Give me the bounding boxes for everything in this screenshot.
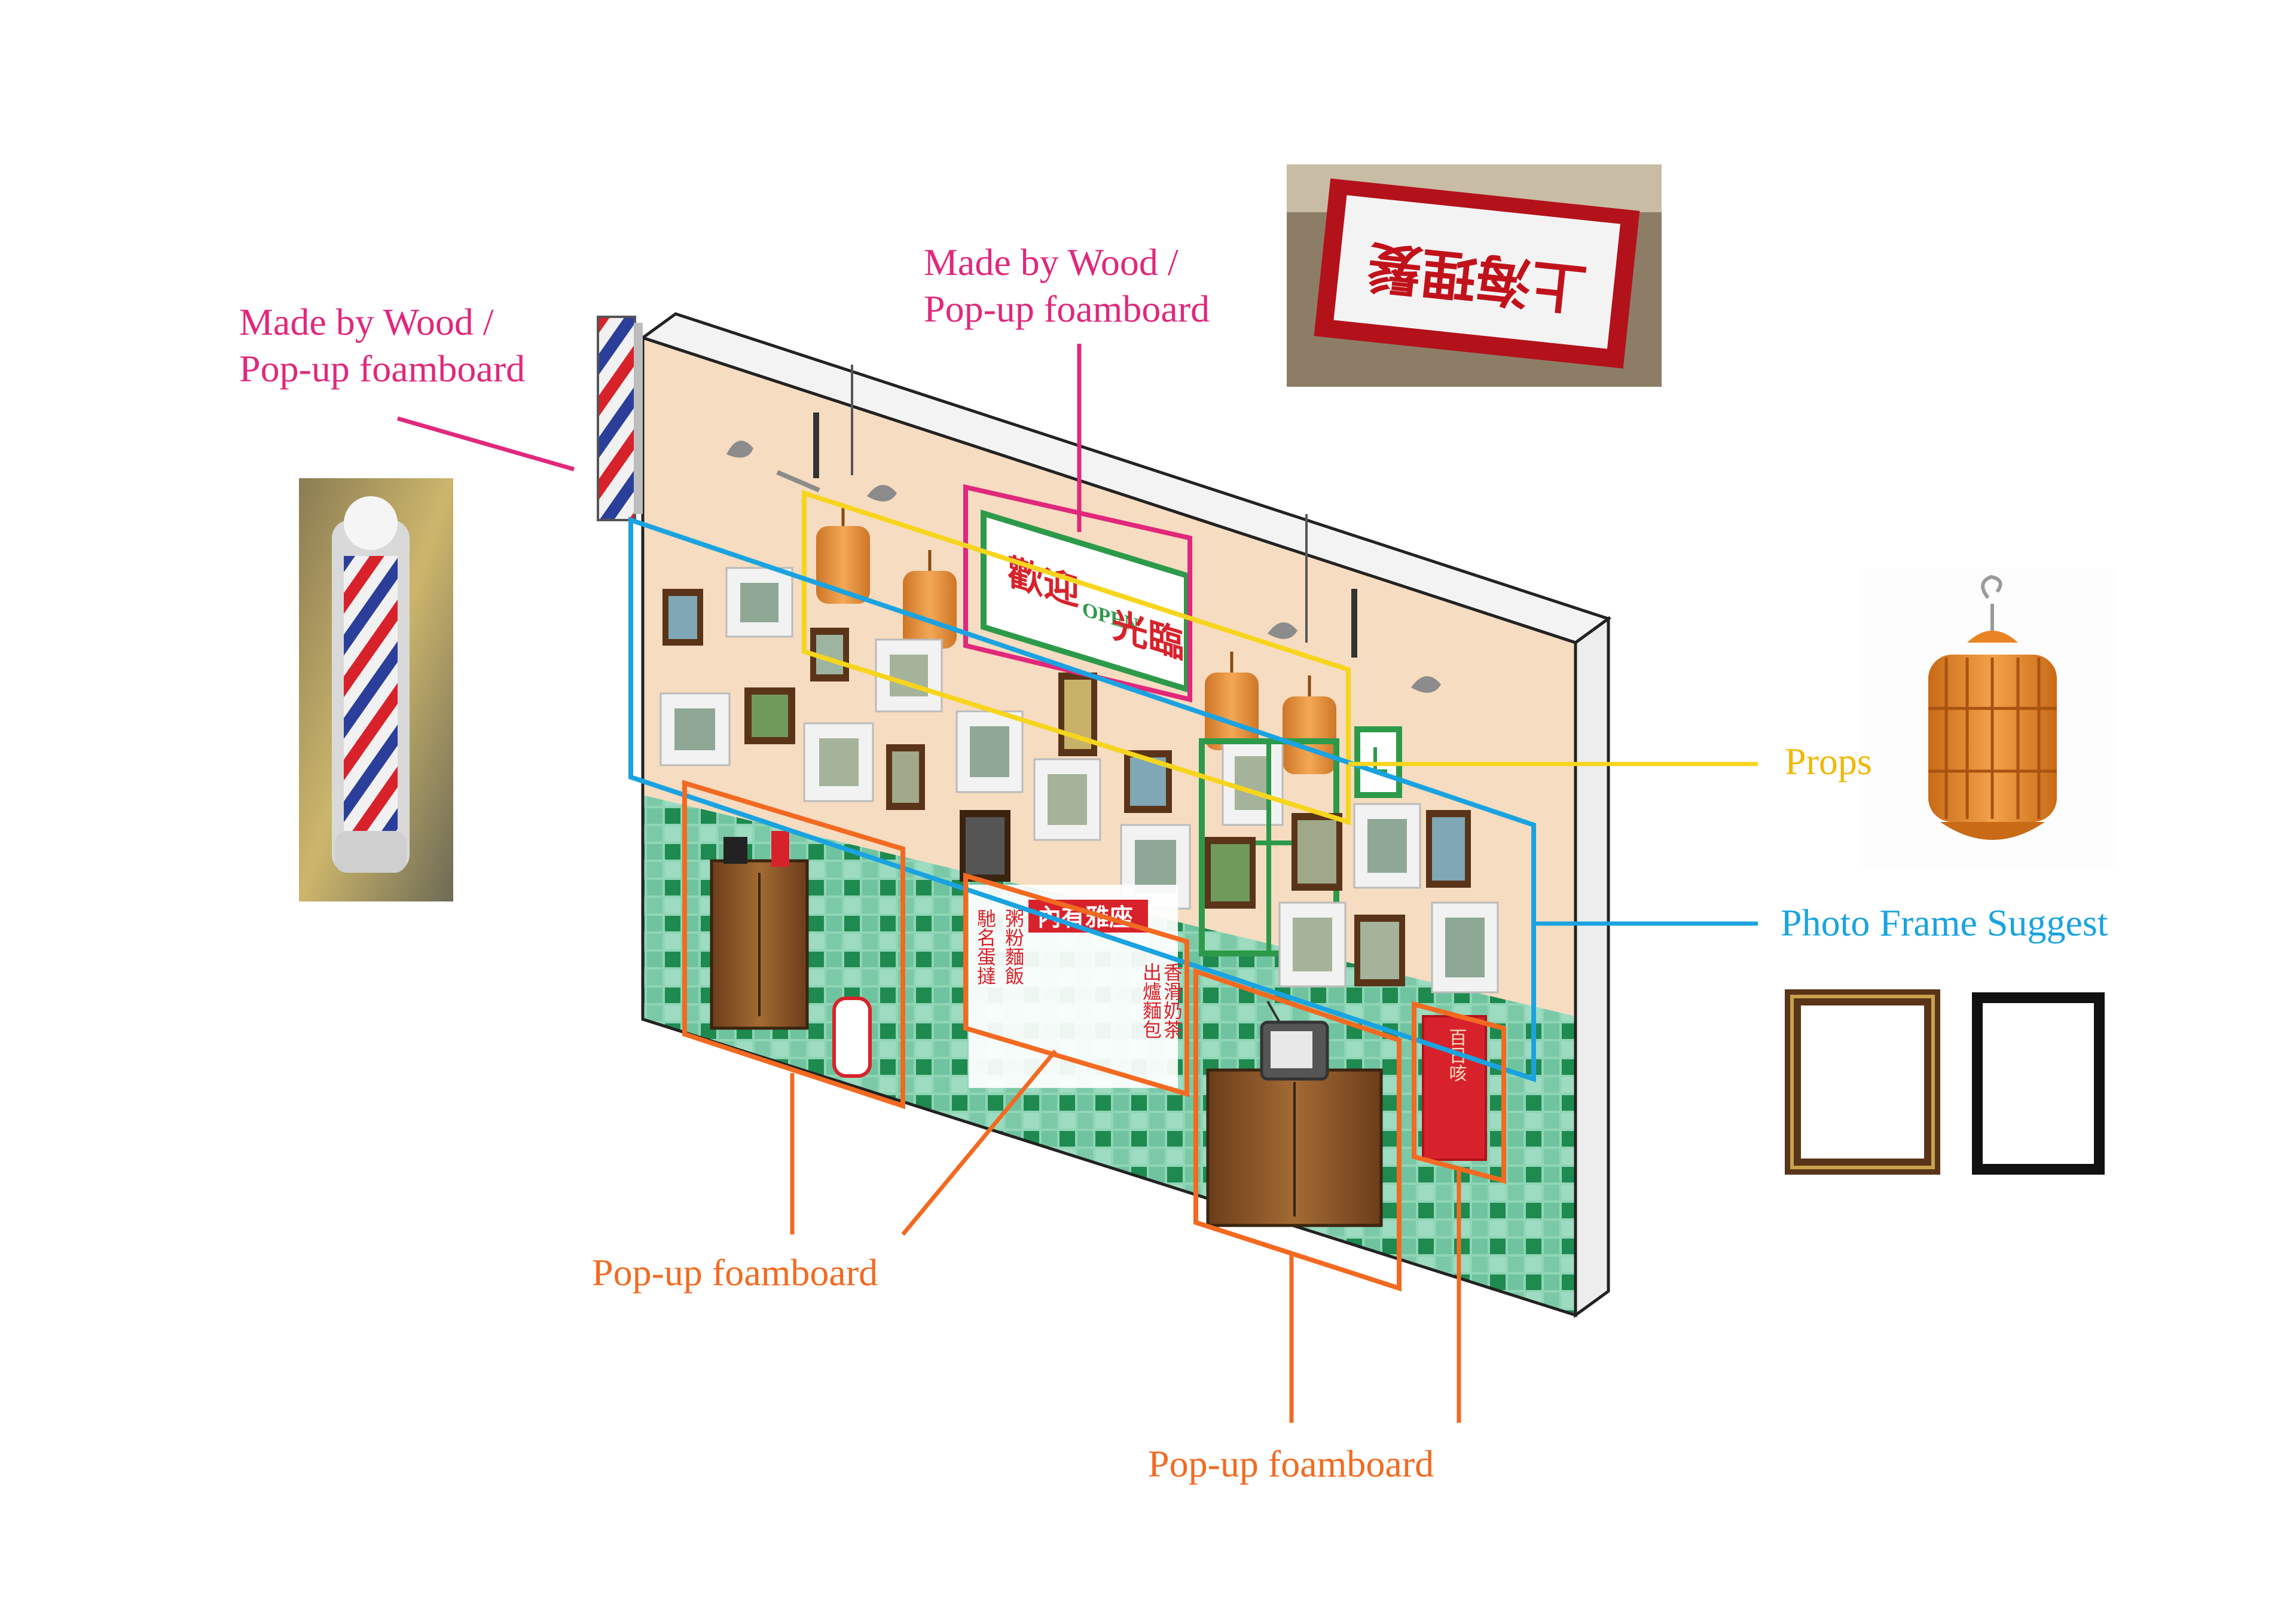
props-label: Props	[1785, 740, 1872, 783]
menu-outline	[963, 872, 1189, 1098]
photo-frame-label: Photo Frame Suggest	[1781, 901, 2108, 944]
barber-pole-reference-photo	[299, 478, 453, 901]
foam-center-label: Pop-up foamboard	[592, 1251, 878, 1294]
photo-frames-outline	[628, 516, 1536, 1083]
sign-material-label: Made by Wood / Pop-up foamboard	[924, 239, 1210, 332]
tv-outline	[1193, 968, 1402, 1292]
menu-col-1: 馳名蛋撻	[974, 909, 997, 985]
frame-sample-wood	[1785, 989, 1940, 1175]
foam-center-leader-2	[901, 1049, 1057, 1236]
photo-frame-icon	[725, 567, 793, 638]
menu-col-3: 出爐麵包	[1140, 962, 1162, 1039]
barber-sign-reference-photo: 上海理髮	[1287, 164, 1662, 387]
pole-leader	[397, 416, 575, 472]
foam-bottom-label: Pop-up foamboard	[1148, 1442, 1434, 1485]
photo-frame-icon	[1292, 813, 1342, 891]
photo-frame-icon	[803, 722, 874, 802]
sign-material-line-2: Pop-up foamboard	[924, 288, 1210, 330]
props-outline	[802, 490, 1351, 826]
pole-material-label: Made by Wood / Pop-up foamboard	[239, 299, 525, 392]
cabinet-icon	[710, 831, 872, 1078]
birdcage-icon	[1205, 652, 1259, 750]
barber-pole-icon	[597, 316, 643, 521]
birdcage-icon	[903, 550, 957, 649]
frame-sample-black	[1972, 992, 2105, 1175]
photo-frame-icon	[744, 687, 795, 744]
photo-frame-icon	[955, 710, 1024, 793]
photo-frame-icon	[1354, 915, 1405, 986]
photo-frame-icon	[1222, 740, 1284, 826]
red-poster: 百日咳	[1422, 1015, 1487, 1161]
photo-frame-icon	[660, 692, 731, 766]
photo-frame-icon	[1033, 758, 1101, 841]
birdcage-icon	[816, 505, 870, 604]
photo-frame-icon	[1353, 803, 1421, 889]
photo-frame-icon	[960, 810, 1010, 882]
tv-cabinet	[1206, 1001, 1383, 1227]
photo-frame-icon	[810, 628, 849, 681]
photo-frame-icon	[1278, 901, 1347, 988]
cabinet-outline	[682, 780, 905, 1109]
menu-col-4: 香滑奶茶	[1161, 962, 1183, 1039]
sign-material-line-1: Made by Wood /	[924, 241, 1178, 283]
photo-frame-icon	[1426, 810, 1471, 888]
menu-board: 內有雅座 馳名蛋撻 粥粉麵飯 出爐麵包 香滑奶茶	[969, 885, 1183, 1088]
sign-outline	[963, 484, 1192, 703]
photo-frame-icon	[662, 589, 703, 646]
welcome-sign: 歡迎 OPEN 光臨	[981, 509, 1190, 693]
menu-col-2: 粥粉麵飯	[1002, 909, 1025, 985]
birdcage-reference-photo	[1860, 568, 2117, 867]
poster-outline	[1412, 1001, 1506, 1184]
wall-end	[1574, 616, 1610, 1318]
pole-material-line-1: Made by Wood /	[239, 301, 494, 343]
photo-frame-icon	[1205, 837, 1256, 909]
photo-frame-icon	[886, 744, 925, 810]
photo-frame-icon	[1431, 901, 1499, 994]
tv-icon	[1260, 1001, 1329, 1081]
pole-material-line-2: Pop-up foamboard	[239, 347, 526, 390]
